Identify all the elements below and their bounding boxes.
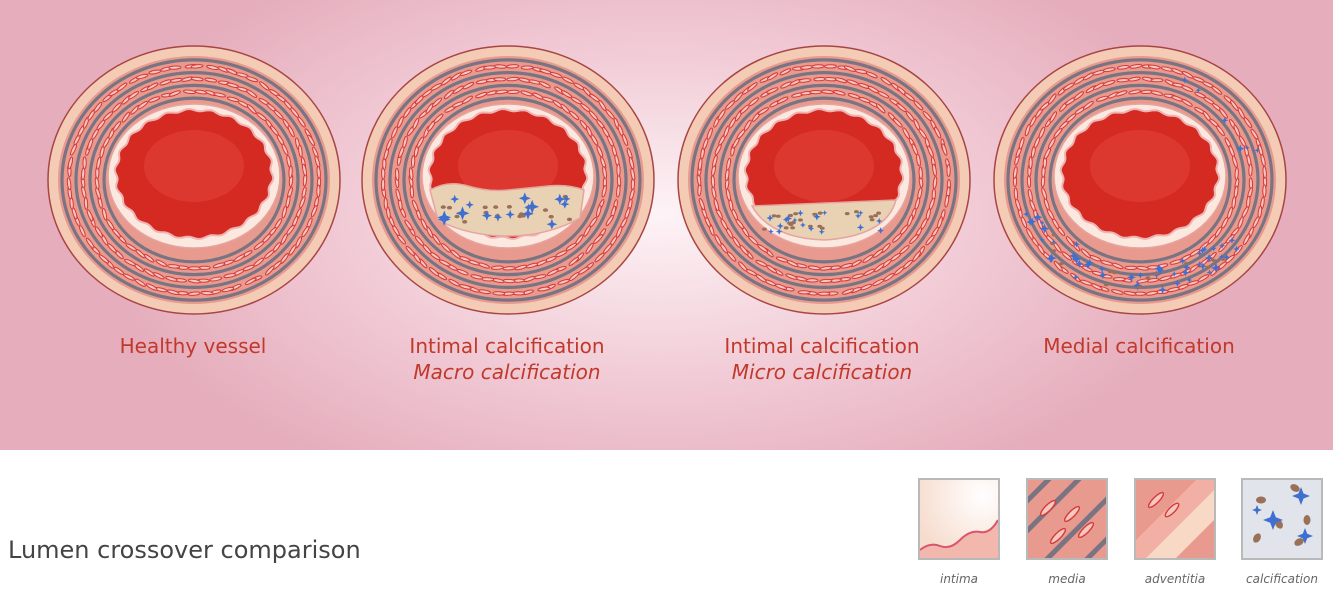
calcification-swatch-icon xyxy=(1241,478,1323,560)
caption: Lumen crossover comparison xyxy=(8,536,361,564)
vessel-intimal-macro xyxy=(358,40,658,320)
legend-label-calcification: calcification xyxy=(1246,572,1318,586)
vessel-title: Healthy vessel xyxy=(119,334,267,358)
adventitia-swatch-icon xyxy=(1134,478,1216,560)
vessel-medial xyxy=(990,40,1290,320)
vessel-title: Medial calcification xyxy=(1043,334,1235,358)
vessel-title: Intimal calcification xyxy=(724,334,920,358)
vessel-label: Intimal calcification Macro calcificatio… xyxy=(347,333,667,385)
intima-swatch-icon xyxy=(918,478,1000,560)
legend-label-adventitia: adventitia xyxy=(1144,572,1206,586)
vessel-intimal-micro xyxy=(674,40,974,320)
vessel-healthy xyxy=(44,40,344,320)
vessel-label: Medial calcification xyxy=(979,333,1299,359)
media-swatch-icon xyxy=(1026,478,1108,560)
vessel-title: Intimal calcification xyxy=(409,334,605,358)
legend-label-media: media xyxy=(1048,572,1086,586)
vessel-label: Healthy vessel xyxy=(33,333,353,359)
vessel-subtitle: Micro calcification xyxy=(731,360,913,384)
vessel-label: Intimal calcification Micro calcificatio… xyxy=(662,333,982,385)
vessel-subtitle: Macro calcification xyxy=(413,360,601,384)
diagram-panel: Healthy vessel Intimal calcification Mac… xyxy=(0,0,1333,450)
legend-label-intima: intima xyxy=(939,572,979,586)
